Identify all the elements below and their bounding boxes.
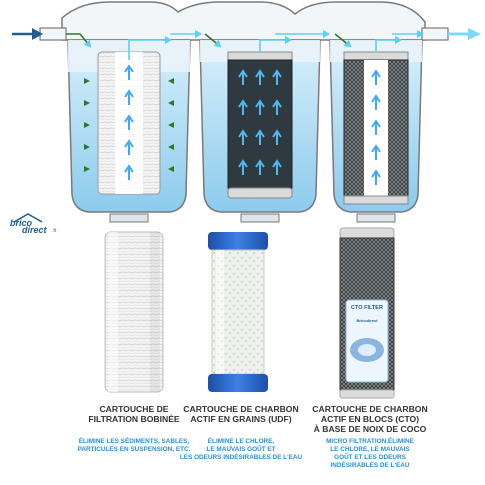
housing-3	[329, 39, 423, 223]
logo-part-1: brico	[10, 218, 33, 228]
core-up-arrows	[124, 64, 134, 180]
logo-suffix: .fr	[52, 228, 57, 234]
housing-1	[67, 39, 191, 223]
bricodirect-logo: brico direct .fr	[8, 212, 64, 238]
house-roof-icon	[13, 213, 43, 223]
filter-caption-1: CARTOUCHE DE FILTRATION BOBINÉE ÉLIMINE …	[60, 404, 208, 454]
filter-desc-1: ÉLIMINE LES SÉDIMENTS, SABLES, PARTICULE…	[77, 438, 191, 453]
filter-title-3: CARTOUCHE DE CHARBON ACTIF EN BLOCS (CTO…	[312, 404, 428, 434]
filter-desc-3: MICRO FILTRATION.ÉLIMINE LE CHLORE, LE M…	[326, 438, 414, 469]
carbon-up-arrows	[238, 69, 282, 175]
logo-part-2: direct	[22, 225, 47, 235]
filter-title-1: CARTOUCHE DE FILTRATION BOBINÉE	[88, 404, 180, 424]
housing-assembly	[39, 1, 449, 41]
sticker-subtitle: Bricodirect	[356, 318, 378, 323]
sticker-title: CTO FILTER	[351, 305, 383, 311]
housing-2	[199, 39, 321, 223]
cto-cartridge-photo	[339, 227, 395, 399]
filter-caption-3: CARTOUCHE DE CHARBON ACTIF EN BLOCS (CTO…	[306, 404, 434, 470]
filter-desc-2: ÉLIMINE LE CHLORE, LE MAUVAIS GOÛT ET LE…	[179, 438, 303, 461]
wound-cartridge-photo	[104, 231, 164, 393]
flow-arrows	[12, 28, 481, 60]
block-up-arrows	[371, 69, 381, 185]
filter-caption-2: CARTOUCHE DE CHARBON ACTIF EN GRAINS (UD…	[176, 404, 306, 462]
udf-cartridge-photo	[208, 232, 268, 392]
sediment-arrows	[84, 78, 174, 172]
filter-title-2: CARTOUCHE DE CHARBON ACTIF EN GRAINS (UD…	[183, 404, 299, 424]
